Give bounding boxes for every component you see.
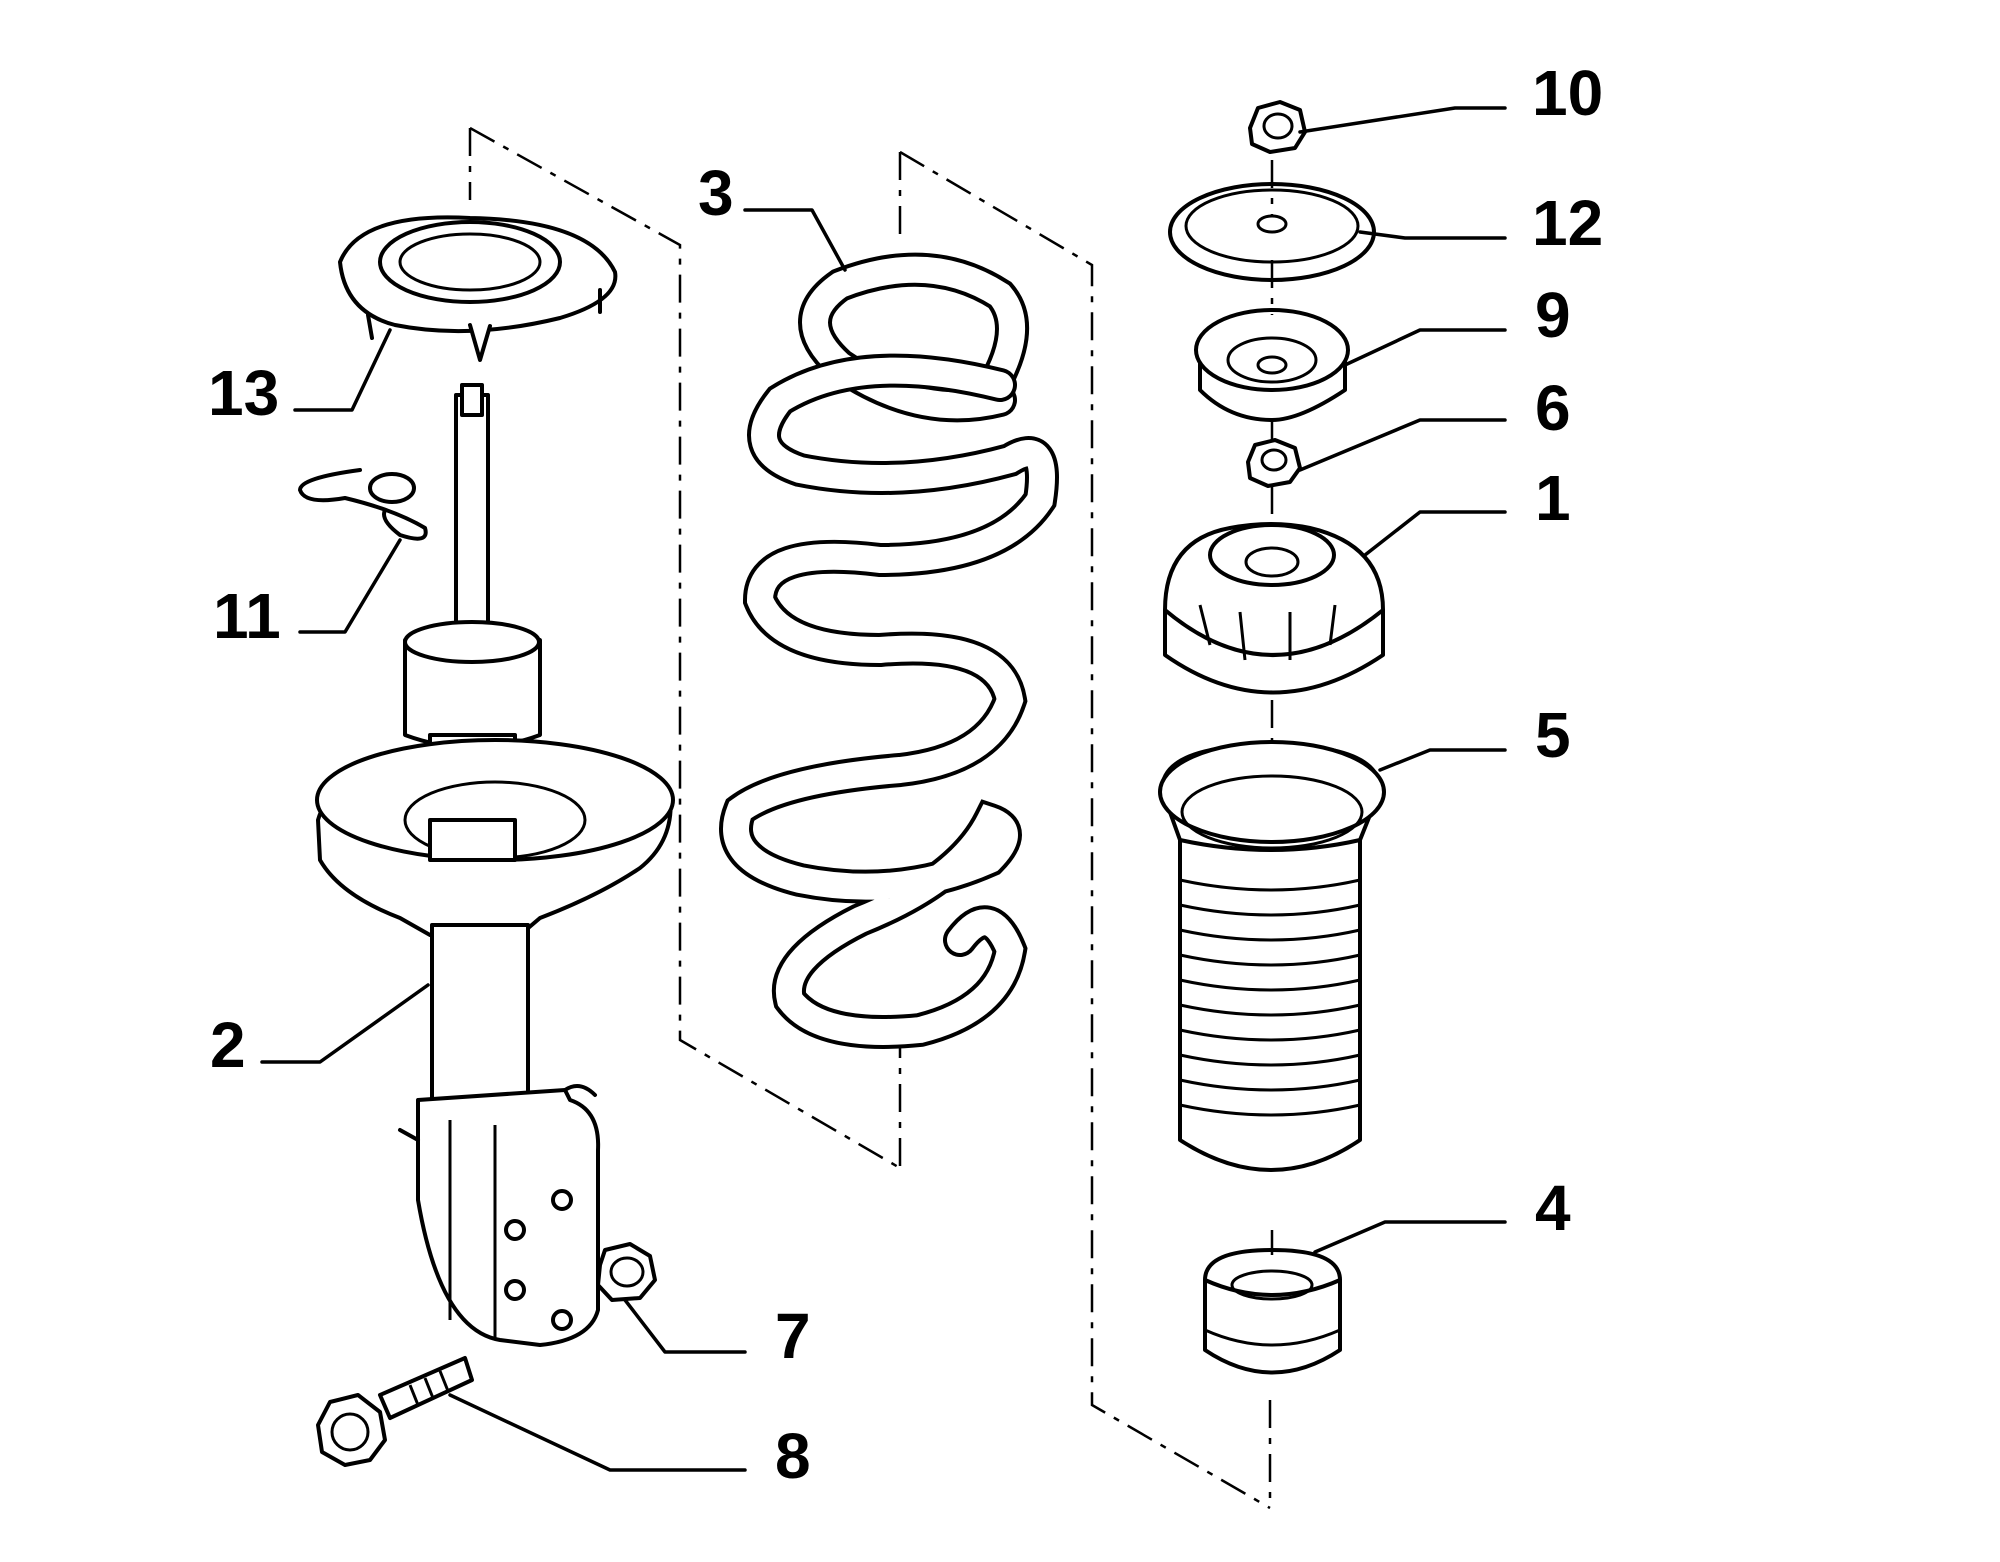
callout-8: 8 — [775, 1420, 811, 1492]
callout-4: 4 — [1535, 1172, 1571, 1244]
part-7-nut — [596, 1242, 657, 1302]
callout-5: 5 — [1535, 699, 1571, 771]
callout-13: 13 — [208, 357, 279, 429]
part-8-bolt — [316, 1356, 474, 1467]
callout-7: 7 — [775, 1300, 811, 1372]
part-13-spring-seat — [338, 215, 618, 362]
part-9-bearing — [1194, 308, 1350, 422]
callout-3: 3 — [698, 157, 734, 229]
part-1-top-mount — [1163, 522, 1385, 695]
callout-9: 9 — [1535, 279, 1571, 351]
callout-6: 6 — [1535, 372, 1571, 444]
callout-10: 10 — [1532, 57, 1603, 129]
part-3-coil-spring — [719, 252, 1059, 1049]
part-6-nut — [1246, 438, 1302, 488]
part-2-strut — [315, 383, 675, 1347]
part-11-clip — [298, 468, 428, 541]
callout-11: 11 — [213, 580, 281, 652]
assembly-guide-lines — [468, 126, 1272, 1510]
callout-1: 1 — [1535, 462, 1571, 534]
callout-2: 2 — [210, 1009, 246, 1081]
callout-12: 12 — [1532, 187, 1603, 259]
part-4-bump-stop — [1203, 1248, 1342, 1375]
part-10-top-nut — [1248, 100, 1307, 154]
part-5-dust-boot — [1158, 740, 1386, 1172]
leader-lines — [260, 106, 1507, 1472]
callout-labels: 10 12 9 6 1 5 4 3 13 11 2 7 8 — [208, 57, 1603, 1492]
